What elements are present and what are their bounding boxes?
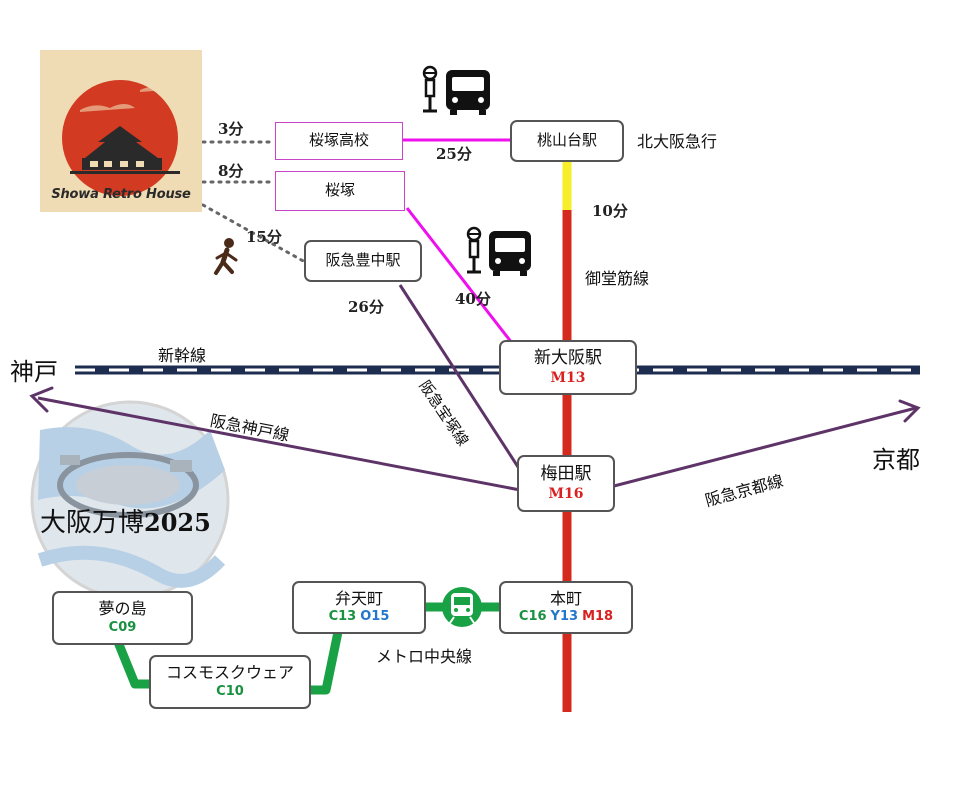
station-name: 夢の島 (98, 599, 147, 619)
train-time-toyonaka-umeda: 26分 (348, 298, 384, 316)
station-name: 阪急豊中駅 (325, 251, 401, 270)
shinkansen-label: 新幹線 (158, 346, 207, 365)
station-cosmosquare[interactable]: コスモスクウェア C10 (149, 655, 311, 709)
kobe-label: 神戸 (10, 358, 58, 386)
station-name: コスモスクウェア (165, 663, 294, 683)
hankyu-takarazuka-line (398, 284, 522, 471)
station-name: 桃山台駅 (536, 131, 597, 150)
station-hankyu-toyonaka[interactable]: 阪急豊中駅 (304, 240, 422, 282)
station-name: 桜塚高校 (308, 131, 369, 150)
walk-time-toyonaka: 15分 (246, 228, 282, 246)
train-icon (442, 587, 482, 627)
logo-graphic (62, 80, 180, 196)
station-sakurazuka-koko[interactable]: 桜塚高校 (275, 122, 403, 160)
station-name: 梅田駅 (540, 463, 592, 484)
bus-icon (446, 70, 490, 115)
bus-stop-icon (466, 226, 482, 274)
midosuji-line-label: 御堂筋線 (585, 269, 650, 288)
metro-chuo-line-label: メトロ中央線 (376, 647, 473, 666)
station-name: 新大阪駅 (534, 347, 602, 368)
line-code-chuo: C16 (518, 609, 547, 625)
walk-time-sakurazuka: 8分 (218, 162, 244, 180)
kyoto-label: 京都 (872, 446, 920, 474)
expo-ring-icon (30, 400, 230, 600)
station-sakurazuka[interactable]: 桜塚 (275, 171, 405, 211)
chuo-line-west (308, 631, 343, 695)
expo-name: 大阪万博 (40, 508, 145, 538)
station-yumeshima[interactable]: 夢の島 C09 (52, 591, 193, 645)
station-code: C10 (216, 683, 244, 699)
walking-person-icon (214, 238, 238, 275)
walk-path-3 (201, 203, 307, 264)
station-code: C09 (108, 619, 137, 635)
line-code-chuo: C13 (328, 609, 357, 625)
station-name: 本町 (549, 588, 582, 608)
train-time-momoyamadai-shin-osaka: 10分 (592, 202, 628, 220)
bus-time-momoyamadai: 25分 (436, 145, 472, 163)
expo-label: 大阪万博2025 (40, 502, 211, 539)
station-code: M16 (548, 486, 584, 503)
line-code-osaka-loop: O15 (360, 609, 390, 625)
kita-osaka-line-label: 北大阪急行 (637, 132, 718, 151)
bus-icon (489, 231, 531, 276)
station-shin-osaka[interactable]: 新大阪駅 M13 (499, 340, 637, 395)
station-name: 弁天町 (334, 588, 383, 608)
station-momoyamadai[interactable]: 桃山台駅 (510, 120, 624, 162)
line-code-midosuji: M18 (582, 609, 614, 625)
station-umeda[interactable]: 梅田駅 M16 (517, 455, 615, 512)
bus-route-shin-osaka (405, 207, 514, 344)
station-code: M13 (550, 370, 586, 387)
bus-time-shin-osaka: 40分 (455, 290, 491, 308)
showa-retro-house-logo: Showa Retro House (40, 50, 202, 212)
line-code-yotsubashi: Y13 (550, 609, 579, 625)
logo-text: Showa Retro House (51, 187, 191, 202)
station-name: 桜塚 (324, 181, 355, 200)
hankyu-kyoto-line (613, 406, 917, 488)
bus-stop-icon (422, 65, 438, 113)
expo-year: 2025 (144, 508, 211, 537)
walk-time-sakurazuka-koko: 3分 (218, 120, 244, 138)
hankyu-kobe-line (37, 396, 521, 492)
